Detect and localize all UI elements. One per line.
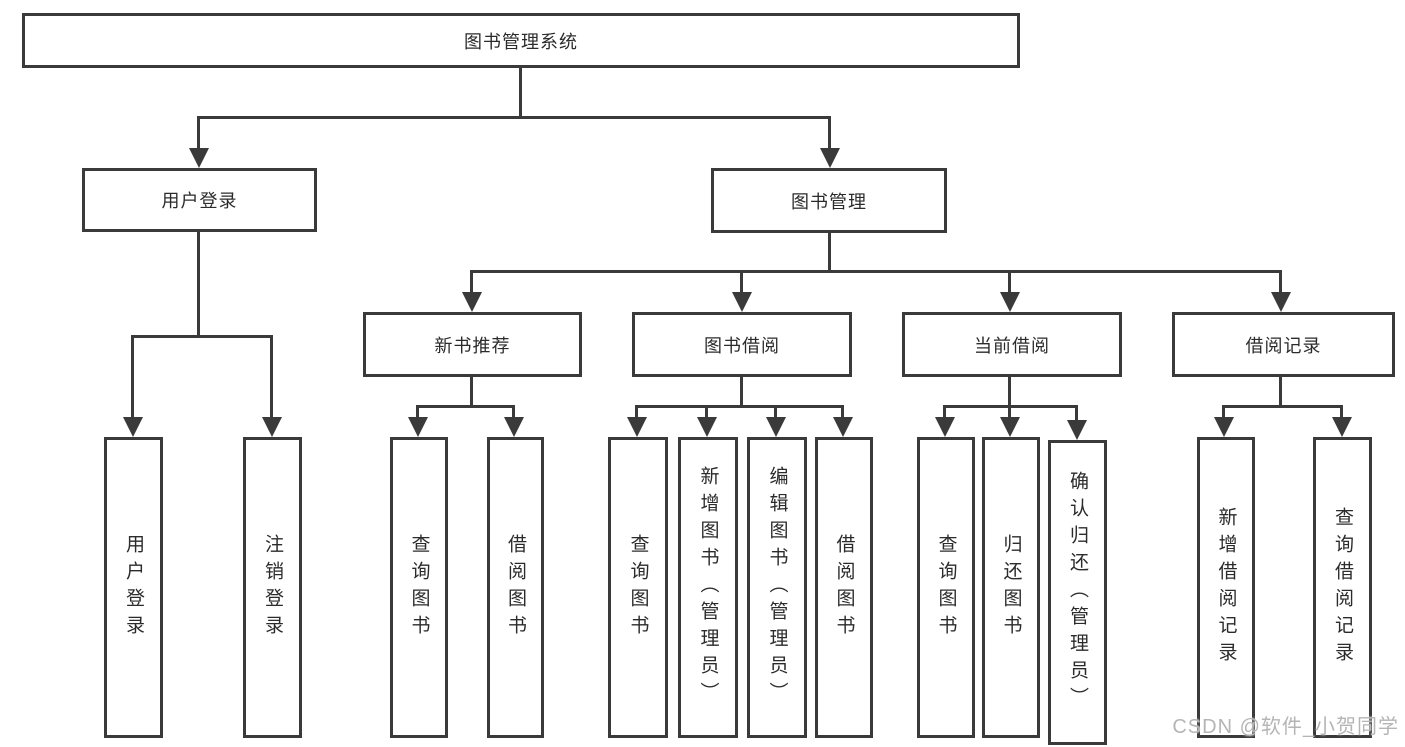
arrow-to-bb-add-book (697, 417, 717, 437)
arrow-to-current-borrow (1000, 292, 1020, 312)
connector-stub-bb-edit (774, 405, 777, 423)
leaf-cb-confirm-return-label: 确认归还（管理员） (1067, 471, 1088, 714)
arrow-to-user-login (189, 148, 209, 168)
connector-stub-bb-borrow (841, 405, 844, 423)
node-book-borrow-label: 图书借阅 (704, 335, 780, 356)
connector-level1-hline (198, 116, 831, 119)
connector-current-borrow-trunk (1008, 375, 1011, 408)
arrow-to-br-add-record (1214, 417, 1234, 437)
node-user-login-label: 用户登录 (161, 191, 238, 211)
connector-stub-bb-query (635, 405, 638, 423)
leaf-cb-query-book-label: 查询图书 (935, 533, 957, 642)
connector-book-management-trunk (828, 231, 831, 272)
connector-stub-rec-borrow (512, 405, 515, 423)
connector-stub-br-add (1222, 405, 1225, 423)
arrow-to-bb-query-book (627, 417, 647, 437)
node-root: 图书管理系统 (22, 13, 1020, 68)
connector-stub-cb-confirm (1075, 405, 1078, 425)
arrow-to-bb-edit-book (766, 417, 786, 437)
leaf-rec-query-book: 查询图书 (390, 437, 448, 738)
node-current-borrow-label: 当前借阅 (974, 335, 1050, 356)
leaf-bb-edit-book-label: 编辑图书（管理员） (766, 466, 788, 709)
leaf-cb-confirm-return: 确认归还（管理员） (1048, 440, 1107, 745)
leaf-rec-query-book-label: 查询图书 (408, 533, 430, 642)
leaf-cb-return-book: 归还图书 (982, 437, 1040, 738)
arrow-to-cb-confirm-return (1067, 420, 1087, 440)
leaf-br-query-record: 查询借阅记录 (1313, 437, 1372, 738)
leaf-logout-label: 注销登录 (262, 533, 283, 642)
node-book-management-label: 图书管理 (791, 191, 867, 212)
connector-stub-rec-query (416, 405, 419, 423)
node-book-borrow: 图书借阅 (632, 312, 852, 377)
connector-recommend-trunk (470, 375, 473, 408)
leaf-rec-borrow-book: 借阅图书 (487, 437, 544, 738)
connector-stub-bb-add (705, 405, 708, 423)
connector-stub-leaf-logout (270, 335, 273, 421)
leaf-br-query-record-label: 查询借阅记录 (1332, 506, 1353, 669)
node-borrow-record-label: 借阅记录 (1245, 335, 1322, 356)
connector-root-trunk (519, 66, 522, 118)
connector-borrow-record-hline (1222, 405, 1343, 408)
connector-stub-book-management (828, 116, 831, 152)
node-book-management: 图书管理 (711, 168, 947, 233)
connector-stub-br-query (1340, 405, 1343, 423)
connector-stub-book-borrow (740, 270, 743, 296)
leaf-user-login: 用户登录 (104, 437, 163, 738)
connector-stub-cb-query (943, 405, 946, 423)
node-user-login: 用户登录 (82, 168, 317, 232)
leaf-cb-query-book: 查询图书 (917, 437, 975, 738)
arrow-to-bb-borrow-book (833, 417, 853, 437)
node-new-book-recommend: 新书推荐 (363, 312, 582, 377)
connector-stub-current-borrow (1008, 270, 1011, 296)
leaf-bb-add-book: 新增图书（管理员） (678, 437, 738, 738)
arrow-to-rec-query-book (408, 417, 428, 437)
connector-user-login-trunk (197, 230, 200, 337)
node-borrow-record: 借阅记录 (1172, 312, 1395, 377)
arrow-to-borrow-record (1271, 292, 1291, 312)
leaf-logout: 注销登录 (243, 437, 302, 738)
connector-stub-cb-return (1008, 405, 1011, 423)
connector-stub-user-login (197, 116, 200, 152)
node-new-book-recommend-label: 新书推荐 (434, 335, 511, 356)
arrow-to-book-management (820, 148, 840, 168)
connector-user-login-hline (131, 335, 273, 338)
leaf-user-login-label: 用户登录 (123, 533, 144, 642)
arrow-to-leaf-logout (262, 417, 282, 437)
leaf-bb-borrow-book-label: 借阅图书 (833, 533, 855, 642)
arrow-to-book-borrow (732, 292, 752, 312)
leaf-bb-query-book: 查询图书 (608, 437, 668, 738)
connector-book-borrow-hline (635, 405, 844, 408)
connector-borrow-record-trunk (1279, 375, 1282, 408)
connector-book-borrow-trunk (740, 375, 743, 408)
arrow-to-br-query-record (1332, 417, 1352, 437)
leaf-br-add-record-label: 新增借阅记录 (1215, 506, 1237, 669)
connector-stub-borrow-record (1279, 270, 1282, 296)
arrow-to-new-book-recommend (462, 292, 482, 312)
leaf-br-add-record: 新增借阅记录 (1197, 437, 1255, 738)
leaf-bb-edit-book: 编辑图书（管理员） (747, 437, 807, 738)
connector-recommend-hline (416, 405, 515, 408)
leaf-cb-return-book-label: 归还图书 (1000, 533, 1022, 642)
connector-level2-hline (470, 270, 1281, 273)
arrow-to-cb-query-book (935, 417, 955, 437)
csdn-watermark: CSDN @软件_小贺同学 (1172, 716, 1399, 738)
node-current-borrow: 当前借阅 (902, 312, 1122, 377)
connector-stub-new-book-recommend (470, 270, 473, 296)
node-root-label: 图书管理系统 (464, 31, 578, 52)
arrow-to-leaf-user-login (123, 417, 143, 437)
leaf-bb-borrow-book: 借阅图书 (815, 437, 873, 738)
arrow-to-rec-borrow-book (504, 417, 524, 437)
arrow-to-cb-return-book (1000, 417, 1020, 437)
leaf-rec-borrow-book-label: 借阅图书 (505, 533, 526, 642)
leaf-bb-query-book-label: 查询图书 (627, 533, 649, 642)
leaf-bb-add-book-label: 新增图书（管理员） (697, 466, 719, 709)
connector-stub-leaf-user-login (131, 335, 134, 421)
